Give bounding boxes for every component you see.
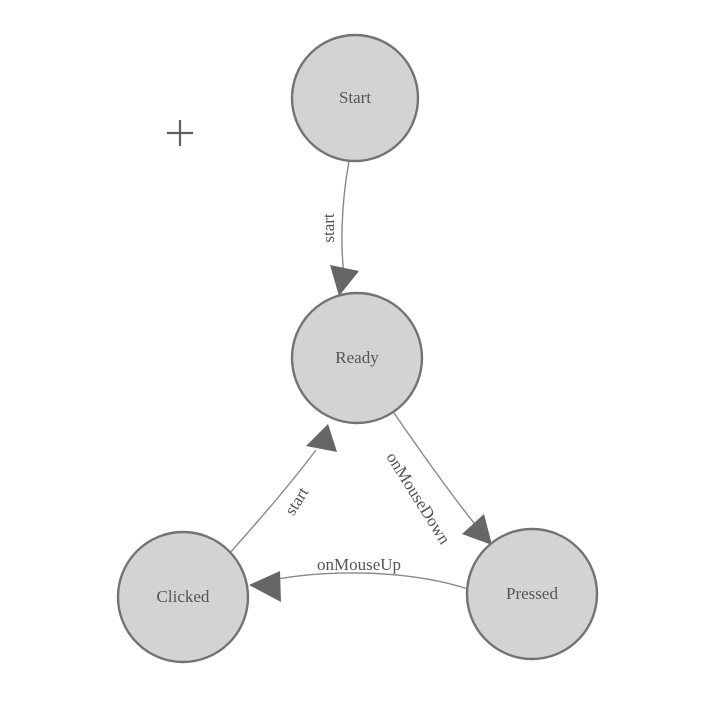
arrowhead-icon bbox=[306, 424, 337, 452]
edge-line bbox=[227, 449, 317, 556]
edge-start-to-ready[interactable]: start bbox=[319, 160, 359, 296]
node-label: Ready bbox=[335, 348, 379, 367]
arrowhead-icon bbox=[330, 265, 359, 296]
node-clicked[interactable]: Clicked bbox=[116, 530, 250, 664]
edge-ready-to-pressed[interactable]: onMouseDown bbox=[383, 412, 492, 548]
node-shape bbox=[290, 33, 420, 163]
node-shape bbox=[290, 291, 424, 425]
node-ready[interactable]: Ready bbox=[290, 291, 424, 425]
plus-marker-icon[interactable] bbox=[167, 120, 193, 146]
edge-label-onmousedown: onMouseDown bbox=[383, 449, 455, 548]
arrowhead-icon bbox=[249, 571, 281, 602]
edge-pressed-to-clicked[interactable]: onMouseUp bbox=[249, 555, 469, 602]
edge-line bbox=[341, 160, 350, 283]
node-shape bbox=[116, 530, 250, 664]
arrowhead-icon bbox=[462, 514, 492, 545]
edge-clicked-to-ready[interactable]: start bbox=[227, 424, 337, 556]
node-shape bbox=[465, 527, 599, 661]
edge-label-start-1: start bbox=[319, 213, 338, 243]
node-start[interactable]: Start bbox=[290, 33, 420, 163]
node-pressed[interactable]: Pressed bbox=[465, 527, 599, 661]
node-label: Start bbox=[339, 88, 371, 107]
node-label: Clicked bbox=[157, 587, 210, 606]
edge-line bbox=[393, 412, 483, 534]
node-label: Pressed bbox=[506, 584, 558, 603]
edge-label-onmouseup: onMouseUp bbox=[317, 555, 401, 574]
edge-line bbox=[271, 572, 469, 590]
